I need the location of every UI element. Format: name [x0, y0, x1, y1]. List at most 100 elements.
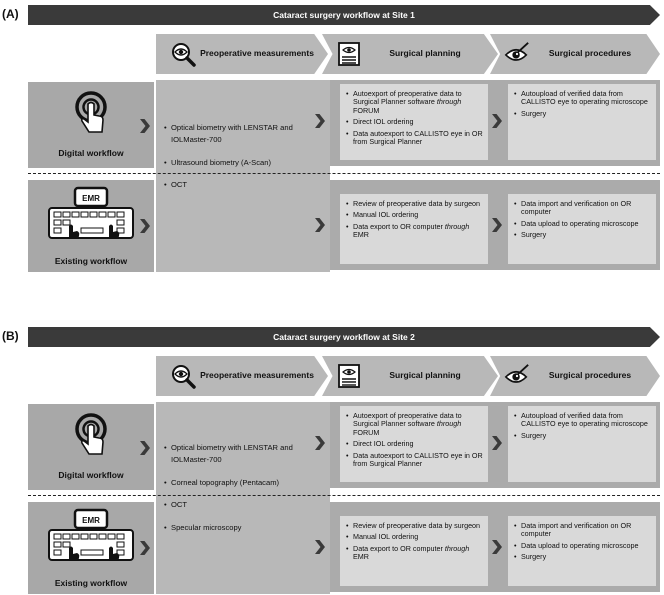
digital-planning-item: Direct IOL ordering	[346, 117, 484, 128]
stage-procedures: Surgical procedures	[490, 356, 660, 396]
stage-planning: Surgical planning	[322, 356, 498, 396]
touch-finger-icon	[70, 412, 112, 465]
digital-procedures-item: Autoupload of verified data from CALLIST…	[514, 411, 652, 429]
magnifier-eye-icon	[170, 363, 196, 389]
step-text: Manual IOL ordering	[353, 532, 419, 542]
existing-planning-item: Review of preoperative data by surgeon	[346, 199, 484, 209]
digital-planning-item: Autoexport of preoperative data to Surgi…	[346, 89, 484, 115]
step-text-italic: through	[444, 221, 470, 231]
existing-procedures-item: Data import and verification on OR compu…	[514, 199, 652, 217]
step-text-suffix: FORUM	[353, 427, 380, 437]
existing-planning-item: Data export to OR computer through EMR	[346, 543, 484, 562]
stage-procedures: Surgical procedures	[490, 34, 660, 74]
step-text: Data import and verification on OR compu…	[521, 199, 632, 217]
step-text: Data upload to operating microscope	[521, 540, 639, 550]
existing-planning-item: Review of preoperative data by surgeon	[346, 521, 484, 531]
digital-planning-item: Direct IOL ordering	[346, 439, 484, 450]
document-eye-icon	[336, 363, 362, 389]
existing-procedures-item: Surgery	[514, 230, 652, 241]
panel-label: (A)	[2, 7, 19, 21]
step-text-suffix: EMR	[353, 552, 369, 562]
panel-title: Cataract surgery workflow at Site 2	[273, 332, 415, 342]
step-text-italic: through	[436, 97, 462, 107]
stage-preoperative-label: Preoperative measurements	[200, 48, 314, 59]
preop-measurement-item: OCT	[164, 499, 326, 511]
existing-workflow-label: Existing workflow	[54, 578, 128, 588]
stage-preoperative: Preoperative measurements	[156, 34, 328, 74]
step-text: Direct IOL ordering	[353, 117, 414, 127]
stage-planning-label: Surgical planning	[389, 370, 461, 381]
existing-procedures-item: Data upload to operating microscope	[514, 218, 652, 229]
digital-planning-cell: Autoexport of preoperative data to Surgi…	[340, 406, 488, 482]
digital-workflow-label: Digital workflow	[58, 470, 124, 480]
preop-measurement-item: OCT	[164, 179, 326, 191]
step-text: Direct IOL ordering	[353, 439, 414, 449]
existing-planning-item: Data export to OR computer through EMR	[346, 221, 484, 240]
digital-planning-cell: Autoexport of preoperative data to Surgi…	[340, 84, 488, 160]
step-text: Autoupload of verified data from CALLIST…	[521, 411, 648, 429]
existing-planning-item: Manual IOL ordering	[346, 532, 484, 543]
digital-workflow-label: Digital workflow	[58, 148, 124, 158]
step-text: Data autoexport to CALLISTO eye in OR fr…	[353, 450, 483, 469]
digital-procedures-item: Autoupload of verified data from CALLIST…	[514, 89, 652, 107]
workflow-divider	[28, 495, 660, 496]
existing-workflow-box: EMR Existing workflow	[28, 502, 154, 594]
digital-planning-item: Data autoexport to CALLISTO eye in OR fr…	[346, 450, 484, 469]
step-text-italic: through	[436, 419, 462, 429]
emr-computer-icon: EMR	[45, 508, 137, 567]
existing-planning-item: Manual IOL ordering	[346, 210, 484, 221]
preop-measurement-item: Ultrasound biometry (A-Scan)	[164, 157, 326, 169]
panel-title: Cataract surgery workflow at Site 1	[273, 10, 415, 20]
stage-planning-label: Surgical planning	[389, 48, 461, 59]
panel-title-bar: Cataract surgery workflow at Site 1	[28, 5, 660, 25]
preop-measurement-item: Optical biometry with LENSTAR and IOLMas…	[164, 122, 326, 146]
step-text: Data autoexport to CALLISTO eye in OR fr…	[353, 128, 483, 147]
step-text: Autoupload of verified data from CALLIST…	[521, 89, 648, 107]
digital-procedures-item: Surgery	[514, 108, 652, 119]
step-text: Data export to OR computer	[353, 221, 445, 231]
step-text-suffix: FORUM	[353, 105, 380, 115]
step-text: Surgery	[521, 108, 547, 118]
preop-measurement-item: Specular microscopy	[164, 522, 326, 534]
step-text: Data import and verification on OR compu…	[521, 521, 632, 539]
existing-procedures-item: Data upload to operating microscope	[514, 540, 652, 551]
step-text: Surgery	[521, 430, 547, 440]
digital-workflow-box: Digital workflow	[28, 82, 154, 168]
step-text: Review of preoperative data by surgeon	[353, 199, 481, 208]
step-text: Autoexport of preoperative data to Surgi…	[353, 89, 462, 107]
stage-procedures-label: Surgical procedures	[548, 370, 632, 381]
touch-finger-icon	[70, 90, 112, 143]
existing-planning-cell: Review of preoperative data by surgeonMa…	[340, 194, 488, 264]
panel-label: (B)	[2, 329, 19, 343]
digital-workflow-box: Digital workflow	[28, 404, 154, 490]
scalpel-eye-icon	[504, 363, 530, 389]
scalpel-eye-icon	[504, 41, 530, 67]
stage-procedures-label: Surgical procedures	[548, 48, 632, 59]
step-text: Surgery	[521, 230, 547, 240]
step-text: Manual IOL ordering	[353, 210, 419, 220]
existing-procedures-cell: Data import and verification on OR compu…	[508, 194, 656, 264]
digital-planning-item: Autoexport of preoperative data to Surgi…	[346, 411, 484, 437]
workflow-divider	[28, 173, 660, 174]
step-text: Data export to OR computer	[353, 543, 445, 553]
preoperative-measurements-column: Optical biometry with LENSTAR and IOLMas…	[156, 402, 330, 594]
digital-procedures-item: Surgery	[514, 430, 652, 441]
magnifier-eye-icon	[170, 41, 196, 67]
digital-procedures-cell: Autoupload of verified data from CALLIST…	[508, 406, 656, 482]
step-text-italic: through	[444, 543, 470, 553]
stage-preoperative-label: Preoperative measurements	[200, 370, 314, 381]
preop-measurement-item: Optical biometry with LENSTAR and IOLMas…	[164, 442, 326, 466]
existing-procedures-item: Surgery	[514, 552, 652, 563]
existing-procedures-cell: Data import and verification on OR compu…	[508, 516, 656, 586]
preoperative-measurements-column: Optical biometry with LENSTAR and IOLMas…	[156, 80, 330, 272]
step-text: Review of preoperative data by surgeon	[353, 521, 481, 530]
emr-label: EMR	[82, 194, 100, 203]
stage-planning: Surgical planning	[322, 34, 498, 74]
stage-preoperative: Preoperative measurements	[156, 356, 328, 396]
emr-computer-icon: EMR	[45, 186, 137, 245]
step-text: Data upload to operating microscope	[521, 218, 639, 228]
step-text: Surgery	[521, 552, 547, 562]
digital-planning-item: Data autoexport to CALLISTO eye in OR fr…	[346, 128, 484, 147]
existing-planning-cell: Review of preoperative data by surgeonMa…	[340, 516, 488, 586]
preop-measurement-item: Corneal topography (Pentacam)	[164, 477, 326, 489]
